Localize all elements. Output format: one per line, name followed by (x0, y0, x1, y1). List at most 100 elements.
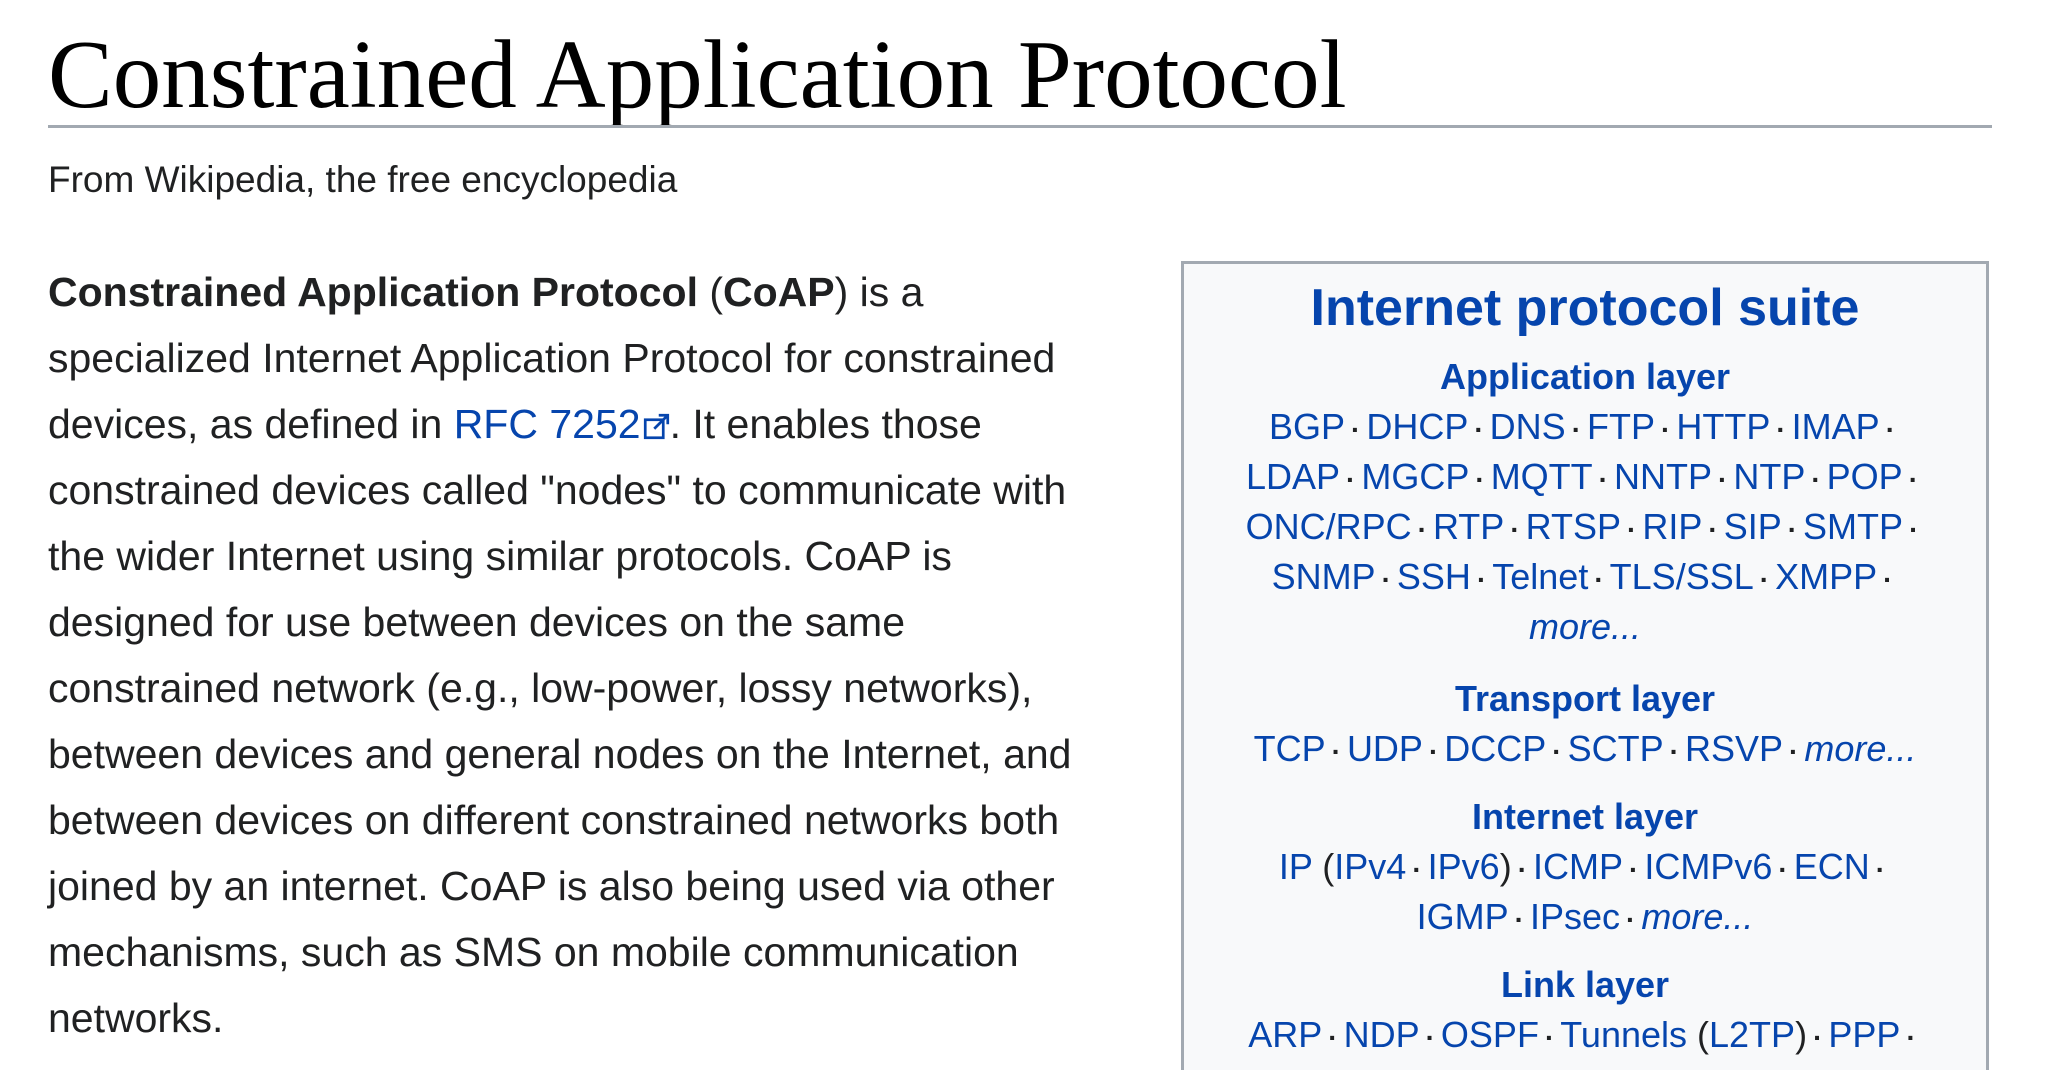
protocol-link-ipv6[interactable]: IPv6 (1427, 846, 1500, 887)
internet-protocol-suite-navbox: Internet protocol suite Application laye… (1181, 261, 1989, 1070)
protocol-link-ipsec[interactable]: IPsec (1529, 896, 1621, 937)
intro-line-7: constrained network (e.g., low-power, lo… (48, 665, 1033, 711)
intro-line-11: mechanisms, such as SMS on mobile commun… (48, 929, 1019, 975)
protocol-link-mqtt[interactable]: MQTT (1490, 456, 1593, 497)
separator-dot: · (1669, 736, 1679, 767)
protocol-link-bgp[interactable]: BGP (1268, 406, 1345, 447)
protocol-link-rtsp[interactable]: RTSP (1525, 506, 1622, 547)
separator-dot: · (1759, 564, 1770, 595)
protocol-link-icmpv6[interactable]: ICMPv6 (1644, 846, 1773, 887)
intro-line-3: devices, as defined in RFC 7252. It enab… (48, 391, 1108, 457)
rfc-7252-link[interactable]: RFC 7252 (454, 401, 670, 447)
separator-dot: · (1417, 514, 1427, 545)
separator-dot: · (1328, 1022, 1338, 1053)
protocol-link-rip[interactable]: RIP (1642, 506, 1703, 547)
intro-line-12: networks. (48, 995, 224, 1041)
separator-dot: · (1708, 514, 1718, 545)
paren-open: ( (1687, 1014, 1710, 1055)
paren-close: ) (1499, 846, 1512, 887)
protocol-link-http[interactable]: HTTP (1676, 406, 1771, 447)
protocol-link-ppp[interactable]: PPP (1828, 1014, 1901, 1055)
protocol-link-sip[interactable]: SIP (1723, 506, 1782, 547)
protocol-link-igmp[interactable]: IGMP (1416, 896, 1509, 937)
protocol-link-ftp[interactable]: FTP (1587, 406, 1656, 447)
separator-dot: · (1908, 464, 1919, 495)
separator-dot: · (1811, 464, 1821, 495)
intro-text: . It enables those (669, 401, 982, 447)
link-layer-heading[interactable]: Link layer (1500, 964, 1670, 1005)
separator-dot: · (1514, 904, 1524, 935)
protocol-link-l2tp[interactable]: L2TP (1709, 1014, 1796, 1055)
protocol-link-dccp[interactable]: DCCP (1444, 728, 1547, 769)
more-link[interactable]: more... (1641, 896, 1754, 937)
intro-line-1: Constrained Application Protocol (CoAP) … (48, 259, 1108, 325)
separator-dot: · (1885, 414, 1896, 445)
protocol-link-tcp[interactable]: TCP (1253, 728, 1326, 769)
protocol-link-rsvp[interactable]: RSVP (1684, 728, 1784, 769)
separator-dot: · (1510, 514, 1520, 545)
paren-close: ) (1795, 1014, 1808, 1055)
application-protocols-row-1: BGP·DHCP·DNS·FTP·HTTP·IMAP· (1184, 402, 1986, 455)
separator-dot: · (1351, 414, 1361, 445)
navbox-title-link[interactable]: Internet protocol suite (1310, 279, 1860, 337)
intro-line-8: between devices and general nodes on the… (48, 731, 1072, 777)
protocol-link-ip[interactable]: IP (1278, 846, 1313, 887)
protocol-link-snmp[interactable]: SNMP (1271, 556, 1376, 597)
protocol-link-onc-rpc[interactable]: ONC/RPC (1245, 506, 1412, 547)
protocol-link-ndp[interactable]: NDP (1343, 1014, 1420, 1055)
separator-dot: · (1476, 564, 1487, 595)
application-layer-heading[interactable]: Application layer (1439, 356, 1731, 397)
protocol-link-nntp[interactable]: NNTP (1614, 456, 1712, 497)
separator-dot: · (1776, 414, 1786, 445)
article-subject-bold: Constrained Application Protocol (48, 269, 698, 315)
title-divider (48, 125, 1992, 128)
protocol-link-mgcp[interactable]: MGCP (1361, 456, 1470, 497)
separator-dot: · (1571, 414, 1582, 445)
protocol-link-rtp[interactable]: RTP (1432, 506, 1505, 547)
protocol-link-ecn[interactable]: ECN (1793, 846, 1870, 887)
application-more-link[interactable]: more... (1528, 606, 1642, 647)
internet-layer-heading[interactable]: Internet layer (1471, 796, 1699, 837)
intro-text: ( (697, 269, 724, 315)
separator-dot: · (1875, 854, 1886, 885)
separator-dot: · (1629, 854, 1639, 885)
separator-dot: · (1627, 514, 1637, 545)
protocol-link-pop[interactable]: POP (1826, 456, 1903, 497)
external-link-icon (643, 413, 669, 440)
more-link[interactable]: more... (1804, 728, 1917, 769)
protocol-link-ipv4[interactable]: IPv4 (1334, 846, 1407, 887)
application-more-row: more... (1184, 602, 1986, 652)
protocol-link-ssh[interactable]: SSH (1396, 556, 1471, 597)
protocol-link-icmp[interactable]: ICMP (1533, 846, 1624, 887)
intro-text: devices, as defined in (48, 401, 454, 447)
protocol-link-ospf[interactable]: OSPF (1440, 1014, 1539, 1055)
separator-dot: · (1428, 736, 1439, 767)
protocol-link-imap[interactable]: IMAP (1791, 406, 1880, 447)
protocol-link-ldap[interactable]: LDAP (1245, 456, 1341, 497)
protocol-link-dns[interactable]: DNS (1489, 406, 1566, 447)
paren-open: ( (1312, 846, 1335, 887)
protocol-link-telnet[interactable]: Telnet (1492, 556, 1589, 597)
protocol-link-arp[interactable]: ARP (1248, 1014, 1323, 1055)
site-tagline: From Wikipedia, the free encyclopedia (48, 159, 678, 200)
protocol-link-tunnels[interactable]: Tunnels (1560, 1014, 1688, 1055)
application-protocols-row-4: SNMP·SSH·Telnet·TLS/SSL·XMPP· (1184, 552, 1986, 605)
protocol-link-ntp[interactable]: NTP (1733, 456, 1806, 497)
protocol-link-tls-ssl[interactable]: TLS/SSL (1609, 556, 1754, 597)
separator-dot: · (1475, 464, 1485, 495)
internet-protocols-row-2: IGMP·IPsec·more... (1184, 892, 1986, 945)
protocol-link-dhcp[interactable]: DHCP (1366, 406, 1469, 447)
application-protocols-row-3: ONC/RPC·RTP·RTSP·RIP·SIP·SMTP· (1184, 502, 1986, 555)
separator-dot: · (1787, 514, 1798, 545)
separator-dot: · (1381, 564, 1391, 595)
transport-layer-heading[interactable]: Transport layer (1454, 678, 1716, 719)
protocol-link-sctp[interactable]: SCTP (1567, 728, 1664, 769)
separator-dot: · (1594, 564, 1604, 595)
protocol-list: ICMP·ICMPv6·ECN· (1533, 846, 1891, 887)
protocol-link-smtp[interactable]: SMTP (1803, 506, 1904, 547)
separator-dot: · (1517, 854, 1528, 885)
protocol-link-udp[interactable]: UDP (1346, 728, 1423, 769)
protocol-link-xmpp[interactable]: XMPP (1775, 556, 1878, 597)
internet-protocols-row-1: IP (IPv4·IPv6)·ICMP·ICMPv6·ECN· (1184, 842, 1986, 895)
separator-dot: · (1813, 1022, 1823, 1053)
